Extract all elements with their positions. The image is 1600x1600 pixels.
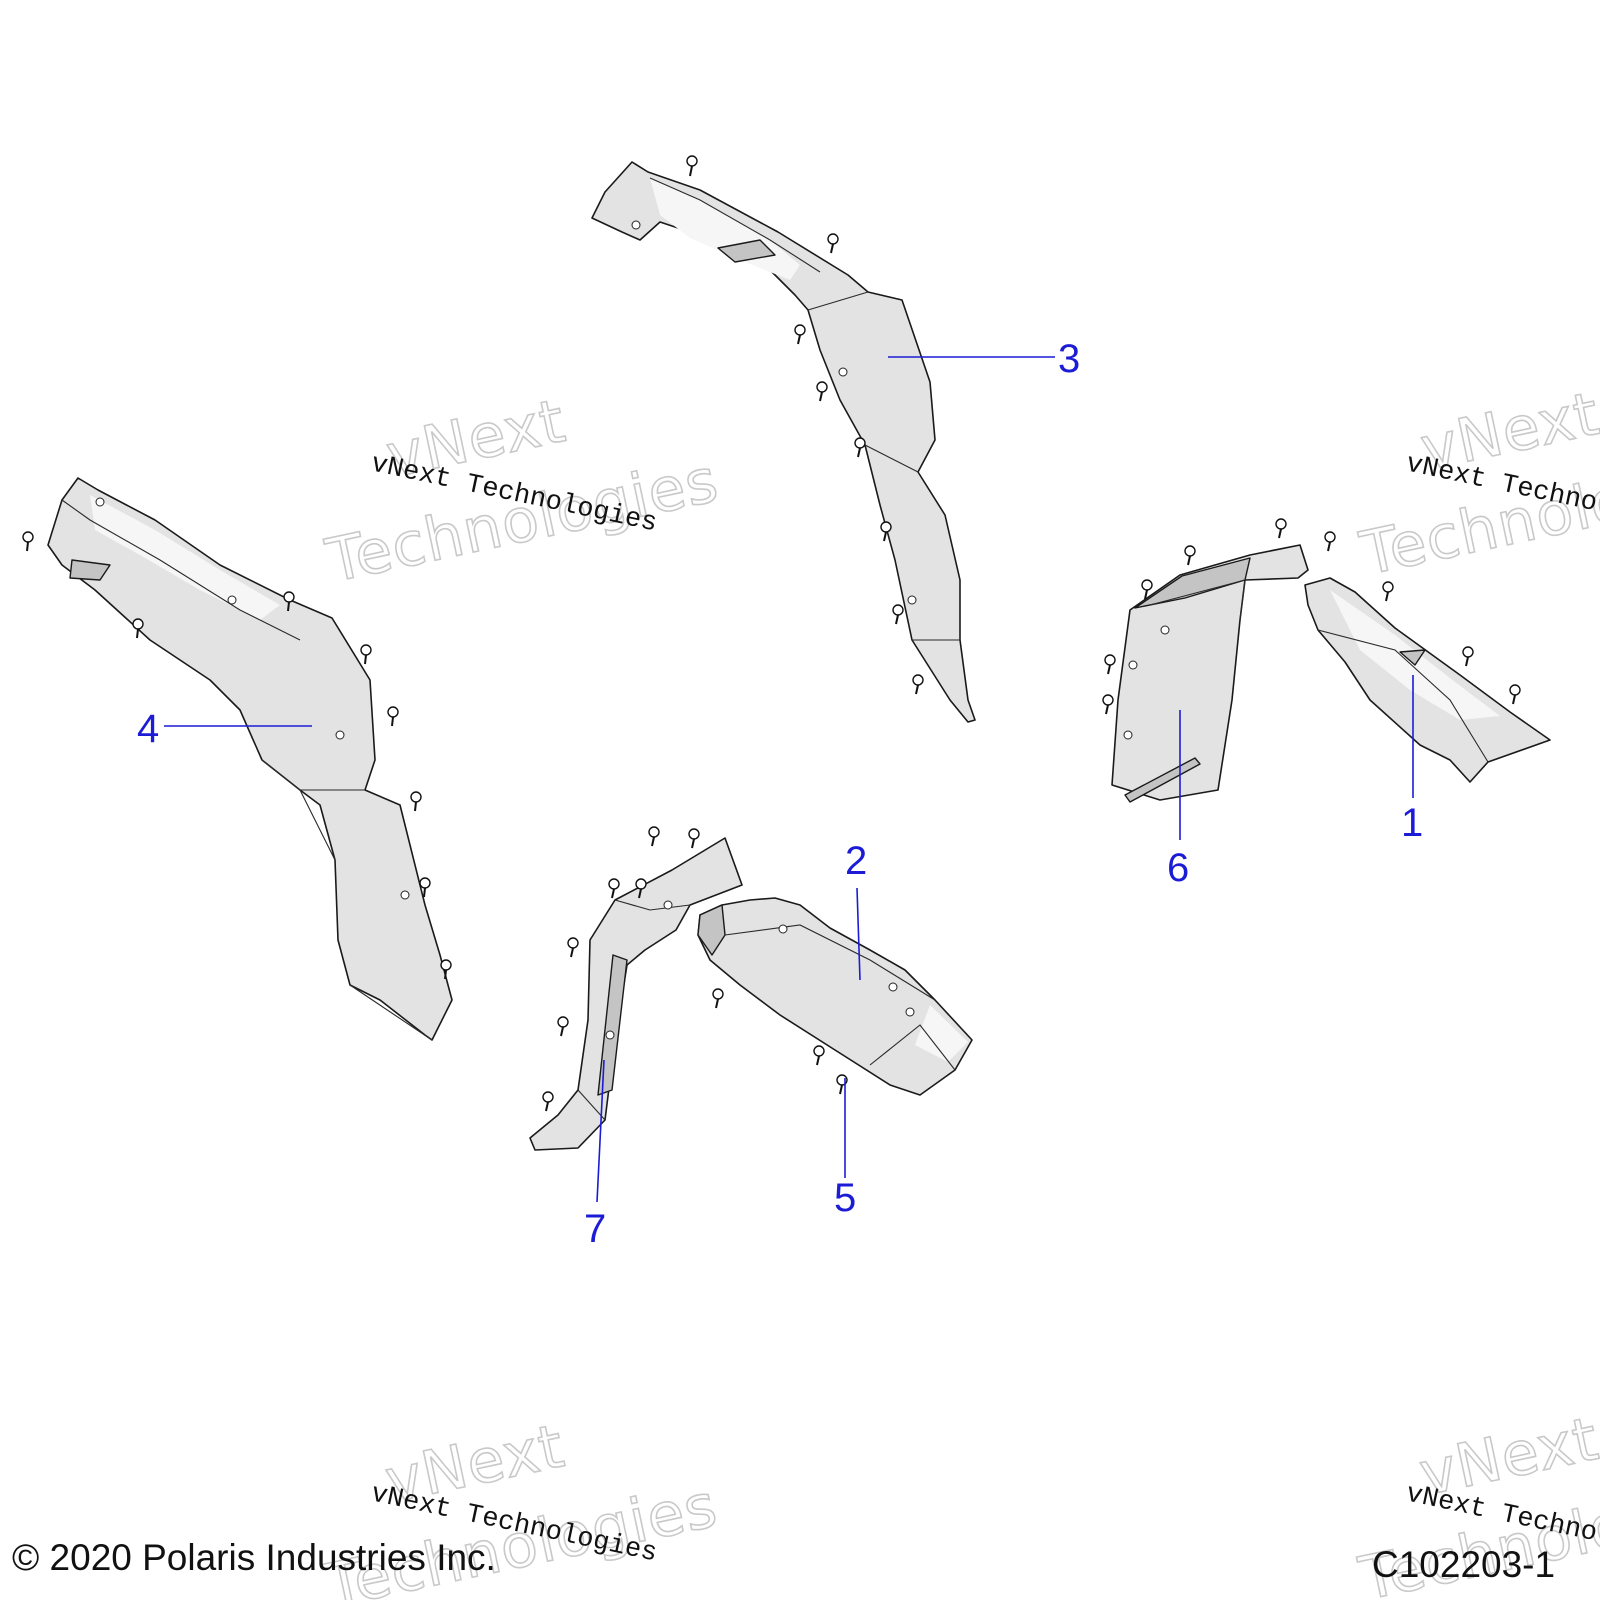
fastener-icon (813, 1045, 825, 1066)
fastener-icon (1509, 684, 1521, 705)
bracket-part-7 (529, 837, 743, 1151)
fastener-icon (816, 381, 828, 402)
fastener-icon (608, 878, 620, 899)
watermark-top-left: vNext Technologies (319, 385, 725, 597)
fastener-icon (854, 437, 866, 458)
fastener-icon (410, 791, 422, 812)
callout-3: 3 (1058, 337, 1080, 381)
fastener-icon (880, 521, 892, 542)
callout-6: 6 (1167, 846, 1189, 890)
copyright-notice: © 2020 Polaris Industries Inc. (12, 1537, 496, 1578)
fastener-icon (440, 959, 452, 980)
callout-4: 4 (137, 707, 159, 751)
fastener-icon (1382, 581, 1394, 602)
panel-part-1 (1304, 577, 1551, 783)
fender-part-4 (47, 477, 453, 1041)
fastener-icon (648, 826, 660, 847)
fastener-icon (283, 591, 295, 612)
fastener-icon (1462, 646, 1474, 667)
callout-2: 2 (845, 839, 867, 883)
fastener-icon (686, 155, 698, 177)
fastener-icon (542, 1091, 554, 1112)
fastener-icon (387, 706, 399, 727)
guard-part-6 (1111, 544, 1309, 803)
fastener-icon (712, 988, 724, 1009)
fastener-icon (1141, 579, 1153, 600)
fastener-icon (827, 233, 839, 254)
callout-7: 7 (584, 1207, 606, 1251)
leader-line-7 (596, 1059, 605, 1203)
fastener-icon (557, 1016, 569, 1037)
fender-part-3 (591, 161, 976, 723)
fastener-icon (360, 644, 372, 665)
fastener-icon (688, 828, 700, 849)
leader-line-2 (856, 887, 861, 981)
fastener-icon (912, 674, 924, 695)
fastener-icon (794, 324, 806, 345)
fastener-icon (567, 937, 579, 958)
fastener-icon (1104, 654, 1116, 675)
fastener-icon (1275, 518, 1287, 539)
fastener-icon (132, 618, 144, 639)
callout-5: 5 (834, 1176, 856, 1220)
drawing-number: C102203-1 (1372, 1544, 1556, 1585)
panel-part-2 (697, 897, 973, 1096)
fastener-icon (1102, 694, 1114, 715)
fastener-icon (1184, 545, 1196, 566)
fastener-icon (1324, 531, 1336, 552)
fastener-icon (22, 531, 34, 552)
fastener-icon (892, 604, 904, 625)
callout-1: 1 (1401, 801, 1423, 845)
fastener-icon (635, 878, 647, 899)
fastener-icon (419, 877, 431, 898)
